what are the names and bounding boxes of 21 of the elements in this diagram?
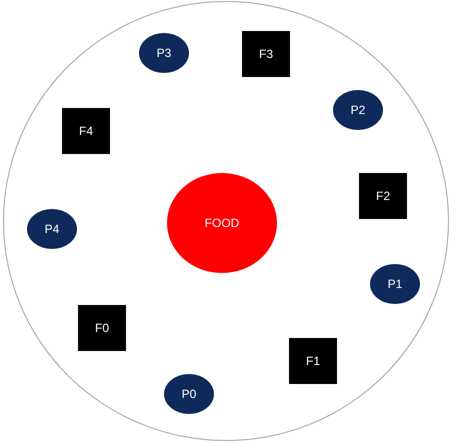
node-label: F2 [376, 189, 390, 203]
node-label: P2 [350, 103, 366, 117]
fork-square [62, 108, 110, 154]
philosopher-circle [164, 374, 214, 414]
philosopher-circle [27, 209, 77, 249]
node-label: FOOD [204, 216, 240, 230]
node-label: P0 [182, 387, 196, 401]
node-label: F4 [78, 124, 93, 138]
philosopher-circle [139, 33, 189, 73]
fork-square [359, 173, 407, 219]
node-label: P3 [156, 46, 172, 60]
node-label: P1 [388, 277, 402, 291]
philosopher-circle [333, 90, 383, 130]
node-label: F1 [306, 354, 320, 368]
fork-square [289, 338, 337, 384]
philosopher-circle [370, 264, 420, 304]
fork-square [78, 305, 126, 351]
node-label: P4 [44, 222, 60, 236]
node-label: F3 [258, 47, 273, 61]
node-label: F0 [94, 321, 109, 335]
fork-square [242, 31, 290, 77]
